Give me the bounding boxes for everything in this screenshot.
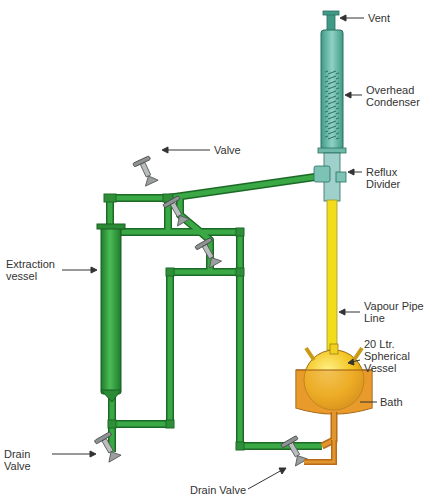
bath-label: Bath xyxy=(380,396,430,408)
spherical-vessel-label: 20 Ltr. Spherical Vessel xyxy=(364,338,430,374)
drain-valve-label: Drain Valve xyxy=(190,484,252,496)
condenser-label: Overhead Condenser xyxy=(366,84,432,108)
vapour-line-label: Vapour Pipe Line xyxy=(364,300,430,324)
reflux-divider-label: Reflux Divider xyxy=(366,166,432,190)
extraction-vessel-label: Extraction vessel xyxy=(6,258,64,282)
vent-label: Vent xyxy=(368,12,428,24)
drain-valve-label: Drain Valve xyxy=(4,448,54,472)
valve-label: Valve xyxy=(214,144,254,156)
